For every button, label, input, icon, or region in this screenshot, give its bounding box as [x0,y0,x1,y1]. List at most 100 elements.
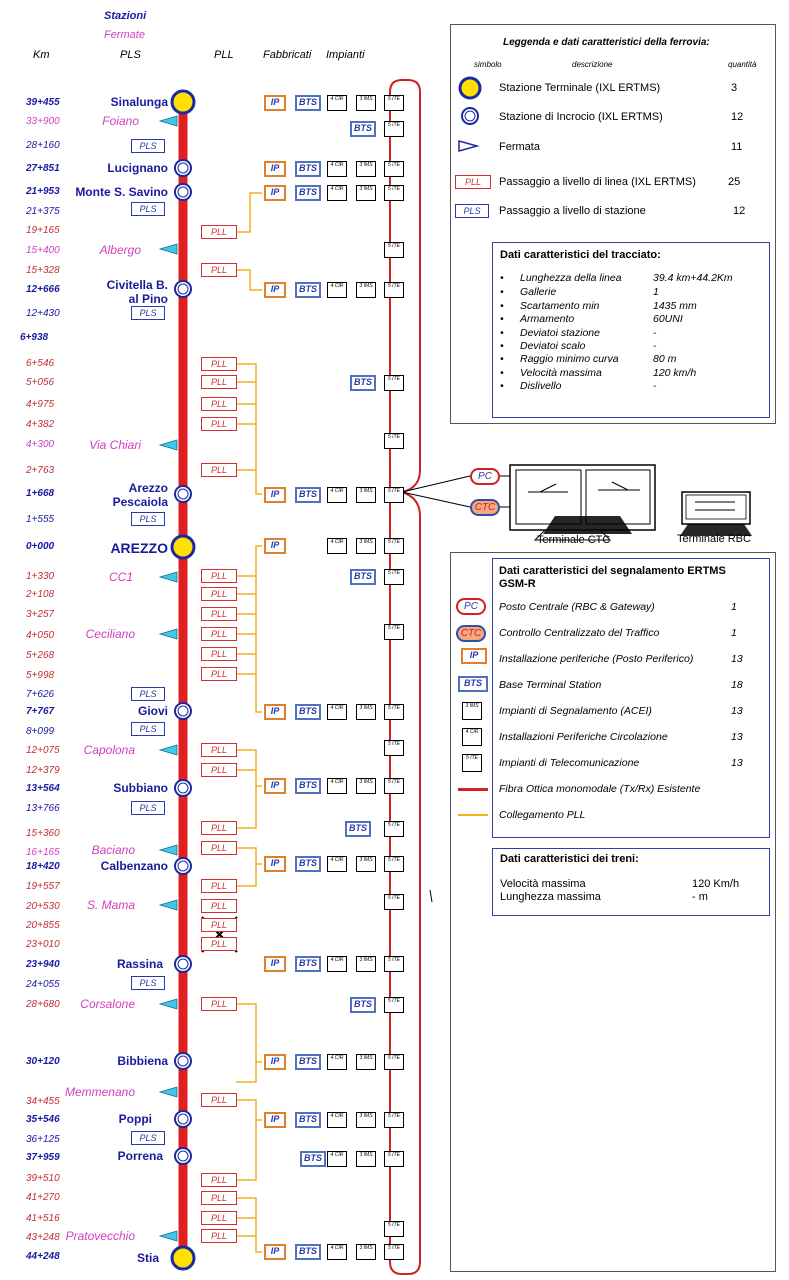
km-label: 21+953 [26,186,60,197]
pll-box: PLL [201,997,237,1011]
pll-box: PLL [201,463,237,477]
ite-box: 5 ITE [384,1244,404,1260]
km-label: 2+763 [26,465,55,476]
cir-box: 4 CIR [327,778,347,794]
tracciato-key: Dislivello [520,380,562,392]
ip-box: IP [264,1244,286,1260]
ite-box: 5 ITE [384,1221,404,1237]
pc-node: PC [470,468,500,485]
ims-box: 3 IMS [356,1244,376,1260]
bts-box: BTS [300,1151,326,1167]
stop-name: Foiano [102,114,139,128]
km-label: 8+099 [26,726,55,737]
ite-box: 5 ITE [384,185,404,201]
bullet-icon: • [500,353,504,365]
ite-box: 5 ITE [384,282,404,298]
cir-box: 4 CIR [327,95,347,111]
stop-name: Albergo [99,243,141,257]
tracciato-key: Scartamento min [520,300,600,312]
segnalamento-title: Dati caratteristici del segnalamento ERT… [499,565,726,577]
legend-pls-symbol: PLS [455,204,489,218]
tracciato-value: 39.4 km+44.2Km [653,272,733,284]
km-label: 5+056 [26,377,55,388]
cir-box: 4 CIR [327,1244,347,1260]
ite-box: 5 ITE [384,433,404,449]
bts-box: BTS [295,856,321,872]
treni-key: Velocità massima [500,878,586,890]
ip-box: IP [264,956,286,972]
km-label: 39+455 [26,97,60,108]
tracciato-key: Deviatoi scalo [520,340,586,352]
terminal-station-icon [458,76,482,100]
cir-box: 4 CIR [327,282,347,298]
tracciato-value: - [653,340,657,352]
km-label: 21+375 [26,206,60,217]
segnalamento-desc: Posto Centrale (RBC & Gateway) [499,601,655,613]
cir-box: 4 CIR [327,185,347,201]
km-label: 4+975 [26,399,55,410]
segnalamento-qty: 13 [731,731,743,743]
ip-box: IP [264,538,286,554]
ims-box: 3 IMS [356,161,376,177]
legend-row-qty: 12 [733,205,746,217]
km-label: 3+257 [26,609,55,620]
fiber-loop [389,79,421,1275]
ims-box: 3 IMS [356,856,376,872]
station-name: Calbenzano [100,859,168,873]
km-label: 4+300 [26,439,55,450]
ims-box: 3 IMS [356,1151,376,1167]
legend-row-desc: Passaggio a livello di linea (IXL ERTMS) [499,176,696,188]
ims-box: 3 IMS [356,1054,376,1070]
cir-box: 4 CIR [327,1151,347,1167]
pls-box: PLS [131,139,165,153]
ite-box: 5 ITE [384,569,404,585]
pls-box: PLS [131,306,165,320]
pll-box: PLL [201,841,237,855]
ip-box: IP [264,1112,286,1128]
pls-box: PLS [131,512,165,526]
treni-key: Lunghezza massima [500,891,601,903]
ctc-node: CTC [470,499,500,516]
pls-box: PLS [131,801,165,815]
bts-box: BTS [295,1112,321,1128]
ite-box: 5 ITE [384,161,404,177]
legend-pll-symbol: PLL [455,175,491,189]
ims-box: 3 IMS [356,956,376,972]
pll-box: PLL [201,263,237,277]
km-label: 5+998 [26,670,55,681]
segnalamento-box [492,558,770,838]
km-label: 2+108 [26,589,55,600]
tracciato-value: 120 km/h [653,367,697,379]
ite-box: 5 ITE [384,856,404,872]
ip-box: IP [264,487,286,503]
stop-name: Memmenano [64,1085,135,1099]
cir-box: 4 CIR [327,856,347,872]
km-label: 41+516 [26,1213,60,1224]
km-label: 12+666 [26,284,60,295]
ite-box: 5 ITE [384,487,404,503]
segnalamento-subtitle: GSM-R [499,578,536,590]
pls-box: PLS [131,1131,165,1145]
km-label: 43+248 [26,1232,60,1243]
ite-box: 5 ITE [384,1151,404,1167]
legend-title: Leggenda e dati caratteristici della fer… [503,37,710,48]
km-label: 16+165 [26,847,60,858]
stop-markers [158,115,178,1242]
bts-box: BTS [295,161,321,177]
ite-box: 5 ITE [384,95,404,111]
bts-box: BTS [295,1054,321,1070]
stop-name: CC1 [108,570,133,584]
segnalamento-qty: 13 [731,705,743,717]
segnalamento-qty: 1 [731,627,737,639]
bullet-icon: • [500,272,504,284]
stop-name: Capolona [83,743,135,757]
ite-box: 5 ITE [384,704,404,720]
pll-box-removed: PLL [201,937,237,951]
ims-box: 3 IMS [356,778,376,794]
header-pll: PLL [214,49,234,61]
stop-name: Pratovecchio [65,1229,135,1243]
km-label: 0+000 [26,541,55,552]
ims-box: 3 IMS [356,704,376,720]
legend-symbols [458,76,482,152]
stop-name: Via Chiari [89,438,141,452]
